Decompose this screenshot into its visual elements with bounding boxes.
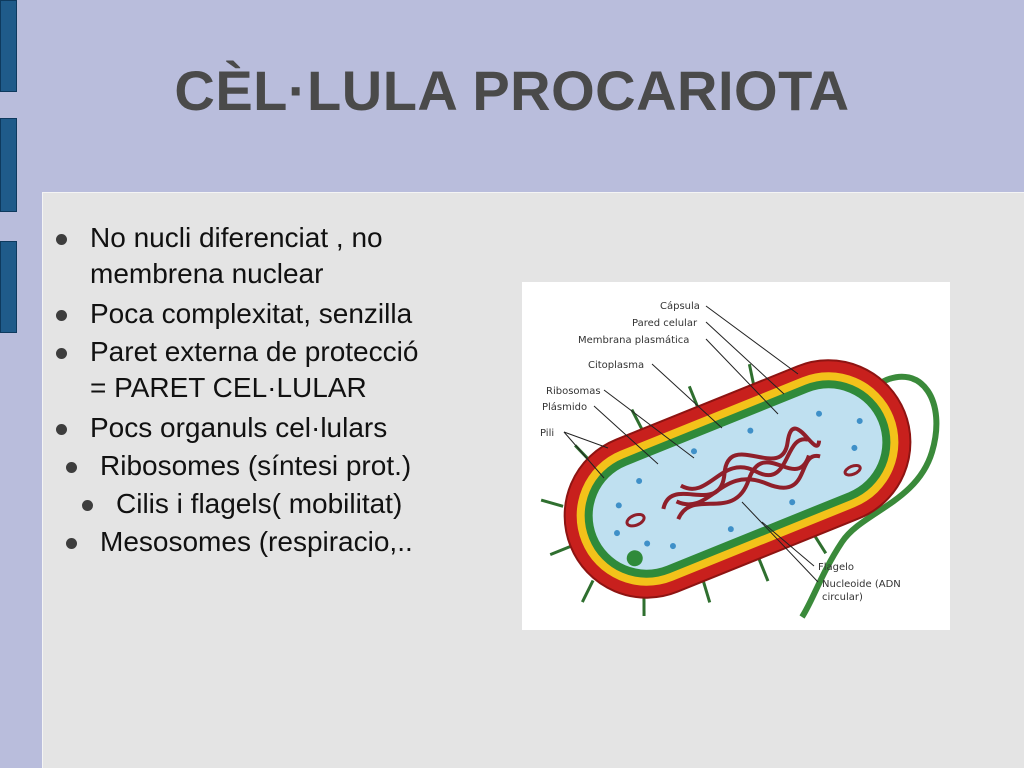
label-pared-celular: Pared celular (632, 318, 698, 329)
label-capsula: Cápsula (660, 300, 700, 312)
plasmid (625, 512, 646, 528)
side-tab-3 (0, 241, 17, 333)
label-flagelo: Flagelo (818, 562, 854, 573)
bullet-text: membrena nuclear (90, 258, 324, 289)
leader-lines (563, 305, 819, 583)
side-tab-2 (0, 118, 17, 212)
label-citoplasma: Citoplasma (588, 360, 644, 371)
slide-title: CÈL·LULA PROCARIOTA (174, 59, 850, 122)
cell-illustration: Cápsula Pared celular Membrana plasmátic… (540, 300, 940, 619)
bullet-text: Poca complexitat, senzilla (90, 298, 413, 329)
bullet-text: Cilis i flagels( mobilitat) (116, 488, 403, 519)
label-ribosomas: Ribosomas (546, 386, 601, 397)
label-nucleoide: Nucleoide (ADN (822, 579, 901, 590)
bullet-dot-icon (56, 424, 67, 435)
ribosomes (614, 410, 863, 550)
inclusion-body (626, 550, 643, 567)
content-panel: No nucli diferenciat , no membrena nucle… (42, 192, 1024, 768)
bullet-dot-icon (82, 500, 93, 511)
bullet-text: Pocs organuls cel·lulars (90, 412, 388, 443)
side-tab-1 (0, 0, 17, 92)
label-plasmido: Plásmido (542, 401, 587, 413)
bullet-dot-icon (66, 538, 77, 549)
label-pili: Pili (540, 428, 554, 439)
bullet-dot-icon (56, 310, 67, 321)
bullet-dot-icon (56, 234, 67, 245)
label-nucleoide-line2: circular) (822, 592, 863, 603)
bullet-text: No nucli diferenciat , no (90, 222, 383, 253)
nucleoid (661, 426, 822, 521)
prokaryotic-cell-diagram: Cápsula Pared celular Membrana plasmátic… (522, 282, 950, 630)
bullet-text: = PARET CEL·LULAR (90, 372, 367, 403)
bullet-dot-icon (66, 462, 77, 473)
bullet-text: Ribosomes (síntesi prot.) (100, 450, 412, 481)
flagellum (799, 373, 940, 619)
label-membrana: Membrana plasmática (578, 334, 689, 346)
bullet-text: Mesosomes (respiracio,.. (100, 526, 413, 557)
plasmid (843, 463, 862, 477)
bullet-text: Paret externa de protecció (90, 336, 419, 367)
bullet-dot-icon (56, 348, 67, 359)
